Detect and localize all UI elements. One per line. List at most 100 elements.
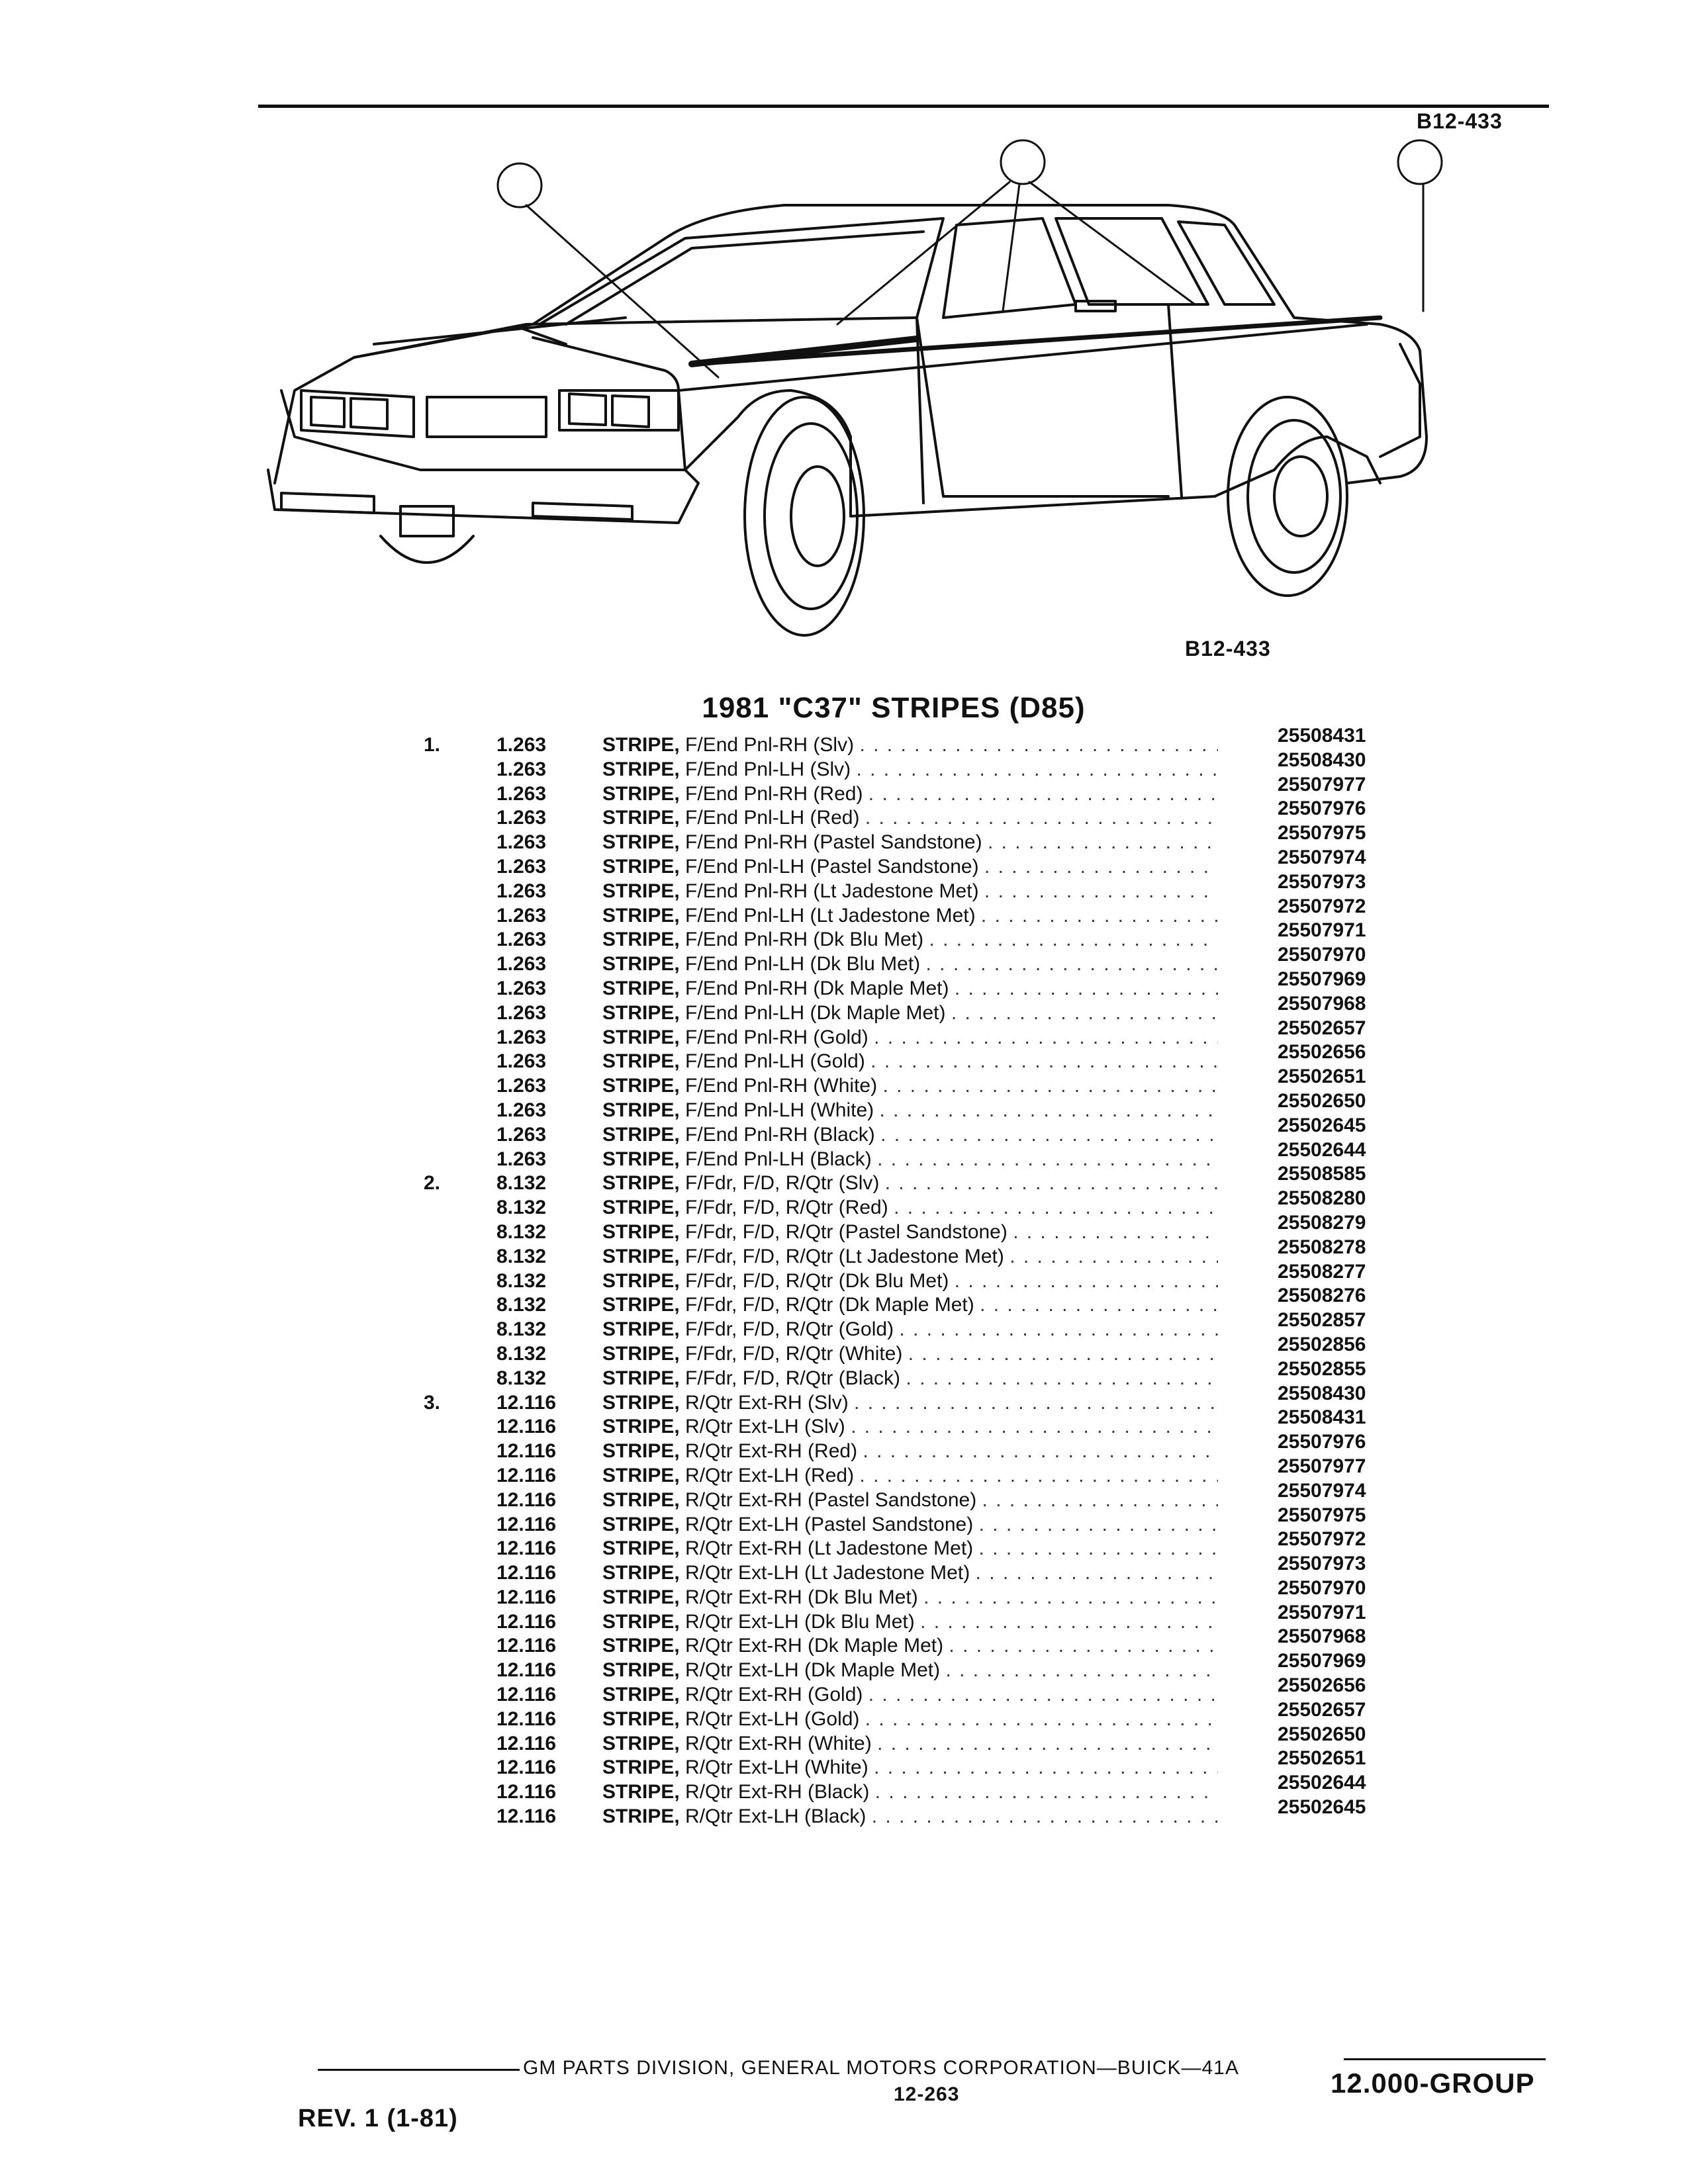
part-keyword: STRIPE, xyxy=(602,1756,680,1779)
part-description: STRIPE, F/Fdr, F/D, R/Qtr (White) . . . … xyxy=(602,1342,1218,1367)
leader-dots: . . . . . . . . . . . . . . . . . . . . … xyxy=(868,1684,1218,1706)
leader-dots: . . . . . . . . . . . . . . . . . . . . … xyxy=(870,1050,1218,1073)
part-number: 25508277 xyxy=(1278,1260,1366,1283)
group-code: 12.116 xyxy=(496,1586,557,1608)
leader-dots: . . . . . . . . . . . . . . . . . . . . … xyxy=(877,1148,1218,1170)
part-keyword: STRIPE, xyxy=(602,1318,680,1341)
leader-dots: . . . . . . . . . . . . . . . . . . . . … xyxy=(929,929,1218,951)
group-code: 8.132 xyxy=(496,1172,547,1195)
part-description: STRIPE, R/Qtr Ext-RH (Red) . . . . . . .… xyxy=(602,1439,1218,1464)
group-code: 12.116 xyxy=(496,1707,557,1730)
group-code: 1.263 xyxy=(496,734,547,756)
group-code: 1.263 xyxy=(496,1001,547,1024)
part-keyword: STRIPE, xyxy=(602,1220,680,1243)
part-number: 25508430 xyxy=(1278,1382,1366,1404)
part-number: 25502857 xyxy=(1278,1309,1366,1332)
group-code: 8.132 xyxy=(496,1220,547,1243)
part-keyword: STRIPE, xyxy=(602,855,680,878)
part-keyword: STRIPE, xyxy=(602,1707,680,1730)
footer-rule-right xyxy=(1344,2058,1546,2060)
group-code: 12.116 xyxy=(496,1562,557,1584)
group-code: 12.116 xyxy=(496,1391,557,1414)
part-number: 25507971 xyxy=(1278,1601,1366,1623)
part-number: 25502855 xyxy=(1278,1357,1366,1380)
part-keyword: STRIPE, xyxy=(602,758,680,780)
part-description: STRIPE, F/End Pnl-RH (White) . . . . . .… xyxy=(602,1074,1218,1099)
figure-code-top: B12-433 xyxy=(1417,109,1503,133)
group-code: 1.263 xyxy=(496,953,547,976)
part-keyword: STRIPE, xyxy=(602,831,680,854)
group-code: 1.263 xyxy=(496,1099,547,1121)
part-description: STRIPE, F/End Pnl-LH (Dk Maple Met) . . … xyxy=(602,1001,1218,1026)
part-description: STRIPE, R/Qtr Ext-LH (Lt Jadestone Met) … xyxy=(602,1561,1218,1586)
part-description: STRIPE, R/Qtr Ext-RH (Dk Blu Met) . . . … xyxy=(602,1586,1218,1610)
part-number: 25508276 xyxy=(1278,1285,1366,1307)
group-code: 1.263 xyxy=(496,1075,547,1097)
part-keyword: STRIPE, xyxy=(602,1586,680,1608)
leader-dots: . . . . . . . . . . . . . . . . . . . . … xyxy=(854,1391,1218,1414)
part-description: STRIPE, F/Fdr, F/D, R/Qtr (Red) . . . . … xyxy=(602,1196,1218,1220)
part-keyword: STRIPE, xyxy=(602,904,680,927)
part-number: 25502651 xyxy=(1278,1066,1366,1088)
leader-dots: . . . . . . . . . . . . . . . . . . . . … xyxy=(859,1464,1218,1486)
part-description: STRIPE, R/Qtr Ext-LH (Dk Blu Met) . . . … xyxy=(602,1610,1218,1635)
leader-dots: . . . . . . . . . . . . . . . . . . . . … xyxy=(851,1416,1218,1438)
part-description: STRIPE, F/End Pnl-RH (Gold) . . . . . . … xyxy=(602,1026,1218,1050)
part-keyword: STRIPE, xyxy=(602,1391,680,1414)
group-code: 12.116 xyxy=(496,1416,557,1438)
part-keyword: STRIPE, xyxy=(602,1172,680,1195)
leader-dots: . . . . . . . . . . . . . . . . . . . . … xyxy=(871,1805,1218,1828)
part-number: 25502644 xyxy=(1278,1772,1366,1794)
group-code: 12.116 xyxy=(496,1513,557,1535)
group-code: 1.263 xyxy=(496,782,547,805)
part-description: STRIPE, F/End Pnl-LH (Black) . . . . . .… xyxy=(602,1148,1218,1172)
leader-dots: . . . . . . . . . . . . . . . . . . . . … xyxy=(923,1586,1218,1608)
part-keyword: STRIPE, xyxy=(602,1075,680,1097)
leader-dots: . . . . . . . . . . . . . . . . . . . . … xyxy=(982,1488,1218,1511)
leader-dots: . . . . . . . . . . . . . . . . . . . . … xyxy=(1013,1220,1218,1243)
part-number: 25507977 xyxy=(1278,773,1366,796)
group-code: 12.116 xyxy=(496,1610,557,1633)
leader-dots: . . . . . . . . . . . . . . . . . . . . … xyxy=(884,1172,1218,1195)
part-keyword: STRIPE, xyxy=(602,1099,680,1121)
group-code: 1.263 xyxy=(496,1026,547,1048)
part-number: 25508431 xyxy=(1278,725,1366,747)
group-code: 12.116 xyxy=(496,1781,557,1803)
leader-dots: . . . . . . . . . . . . . . . . . . . . … xyxy=(906,1367,1218,1389)
part-number: 25502644 xyxy=(1278,1138,1366,1161)
part-number: 25508279 xyxy=(1278,1211,1366,1234)
part-detail: R/Qtr Ext-RH (White) xyxy=(685,1732,872,1754)
section-title: 1981 "C37" STRIPES (D85) xyxy=(702,692,1086,724)
group-code: 8.132 xyxy=(496,1342,547,1365)
item-number: 3. xyxy=(424,1391,441,1414)
footer-page-number: 12-263 xyxy=(894,2083,960,2105)
part-number: 25507973 xyxy=(1278,1553,1366,1575)
part-number: 25507970 xyxy=(1278,1576,1366,1599)
part-detail: R/Qtr Ext-LH (Red) xyxy=(685,1464,855,1486)
part-detail: F/End Pnl-LH (Dk Maple Met) xyxy=(685,1001,946,1024)
part-detail: F/End Pnl-RH (Red) xyxy=(685,782,863,805)
part-detail: F/Fdr, F/D, R/Qtr (Pastel Sandstone) xyxy=(685,1220,1008,1243)
part-keyword: STRIPE, xyxy=(602,929,680,951)
part-description: STRIPE, F/Fdr, F/D, R/Qtr (Pastel Sandst… xyxy=(602,1220,1218,1245)
part-number: 25502657 xyxy=(1278,1017,1366,1039)
part-description: STRIPE, R/Qtr Ext-RH (White) . . . . . .… xyxy=(602,1732,1218,1756)
part-number: 25502656 xyxy=(1278,1674,1366,1697)
part-detail: F/End Pnl-RH (Pastel Sandstone) xyxy=(685,831,982,854)
part-keyword: STRIPE, xyxy=(602,1464,680,1486)
part-description: STRIPE, R/Qtr Ext-LH (White) . . . . . .… xyxy=(602,1756,1218,1780)
part-keyword: STRIPE, xyxy=(602,1513,680,1535)
leader-dots: . . . . . . . . . . . . . . . . . . . . … xyxy=(908,1342,1218,1365)
part-detail: R/Qtr Ext-LH (Slv) xyxy=(685,1416,845,1438)
part-keyword: STRIPE, xyxy=(602,1562,680,1584)
